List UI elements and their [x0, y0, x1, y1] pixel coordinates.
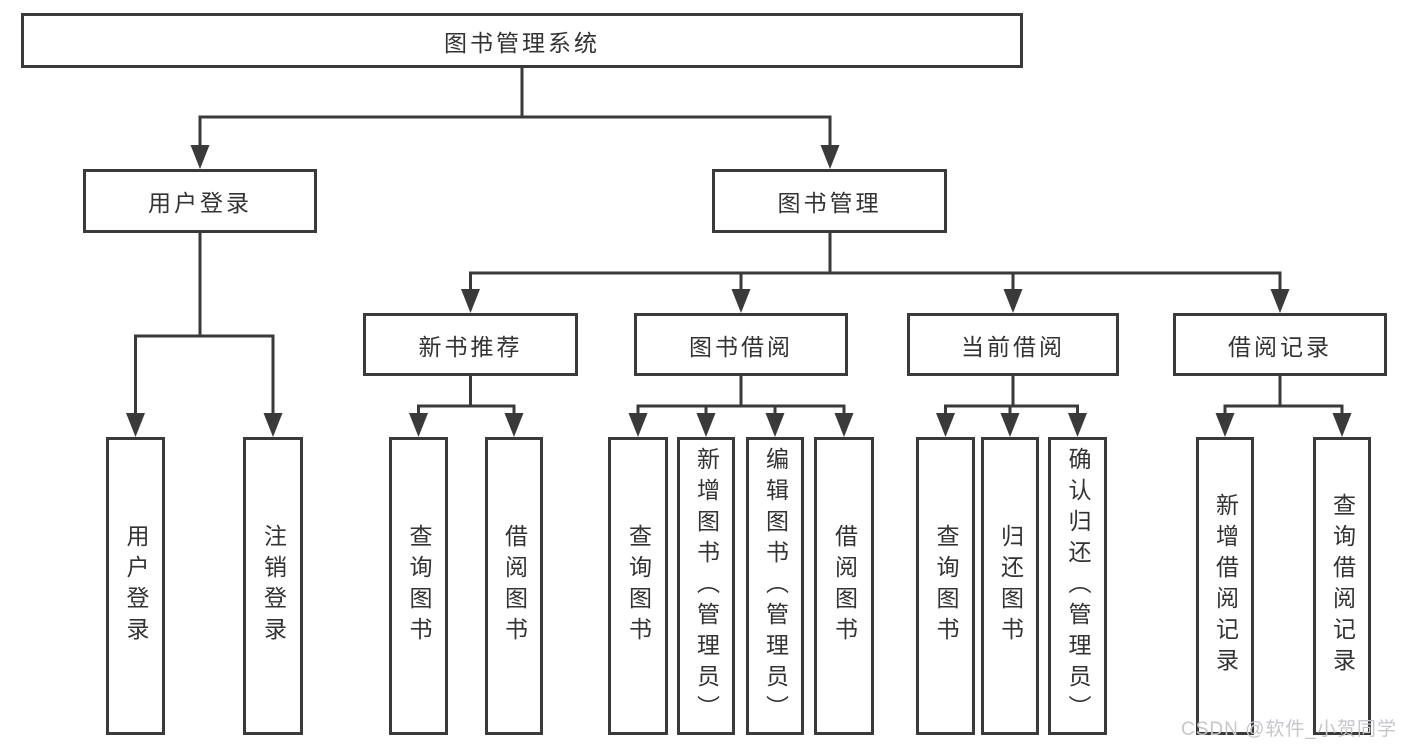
leaf-recommend-query-book: 查询图书	[389, 437, 448, 735]
leaf-records-add-record: 新增借阅记录	[1196, 437, 1254, 735]
arrowhead-icon	[409, 413, 428, 437]
arrowhead-icon	[126, 413, 145, 437]
leaf-recommend-borrow-book: 借阅图书	[485, 437, 543, 735]
node-current-borrow: 当前借阅	[907, 313, 1119, 376]
arrowhead-icon	[461, 289, 480, 313]
arrowhead-icon	[936, 413, 955, 437]
leaf-borrow-add-book-admin: 新增图书（管理员）	[677, 437, 735, 735]
node-new-book-recommend: 新书推荐	[363, 313, 578, 376]
arrowhead-icon	[1332, 413, 1352, 437]
watermark: CSDN @软件_小贺同学	[1181, 719, 1397, 740]
arrowhead-icon	[1000, 413, 1020, 437]
node-user-login: 用户登录	[83, 169, 317, 233]
leaf-records-query-record: 查询借阅记录	[1313, 437, 1371, 735]
node-borrow-records: 借阅记录	[1173, 313, 1387, 376]
arrowhead-icon	[820, 145, 840, 169]
leaf-borrow-query-book: 查询图书	[608, 437, 668, 735]
arrowhead-icon	[263, 413, 283, 437]
arrowhead-icon	[190, 145, 210, 169]
leaf-current-query-book: 查询图书	[916, 437, 975, 735]
arrowhead-icon	[1003, 289, 1023, 313]
node-book-management: 图书管理	[712, 169, 947, 233]
arrowhead-icon	[731, 289, 751, 313]
leaf-current-confirm-return-admin: 确认归还（管理员）	[1048, 437, 1107, 735]
arrowhead-icon	[1270, 289, 1290, 313]
arrowhead-icon	[504, 413, 524, 437]
arrowhead-icon	[628, 413, 648, 437]
arrowhead-icon	[1068, 413, 1087, 437]
leaf-borrow-borrow-book: 借阅图书	[814, 437, 874, 735]
arrowhead-icon	[834, 413, 854, 437]
leaf-user-login: 用户登录	[106, 437, 165, 735]
leaf-borrow-edit-book-admin: 编辑图书（管理员）	[746, 437, 804, 735]
arrowhead-icon	[765, 413, 785, 437]
node-book-borrow: 图书借阅	[634, 313, 848, 376]
leaf-logout: 注销登录	[243, 437, 303, 735]
arrowhead-icon	[696, 413, 716, 437]
arrowhead-icon	[1215, 413, 1235, 437]
node-root: 图书管理系统	[21, 13, 1023, 68]
leaf-current-return-book: 归还图书	[981, 437, 1039, 735]
